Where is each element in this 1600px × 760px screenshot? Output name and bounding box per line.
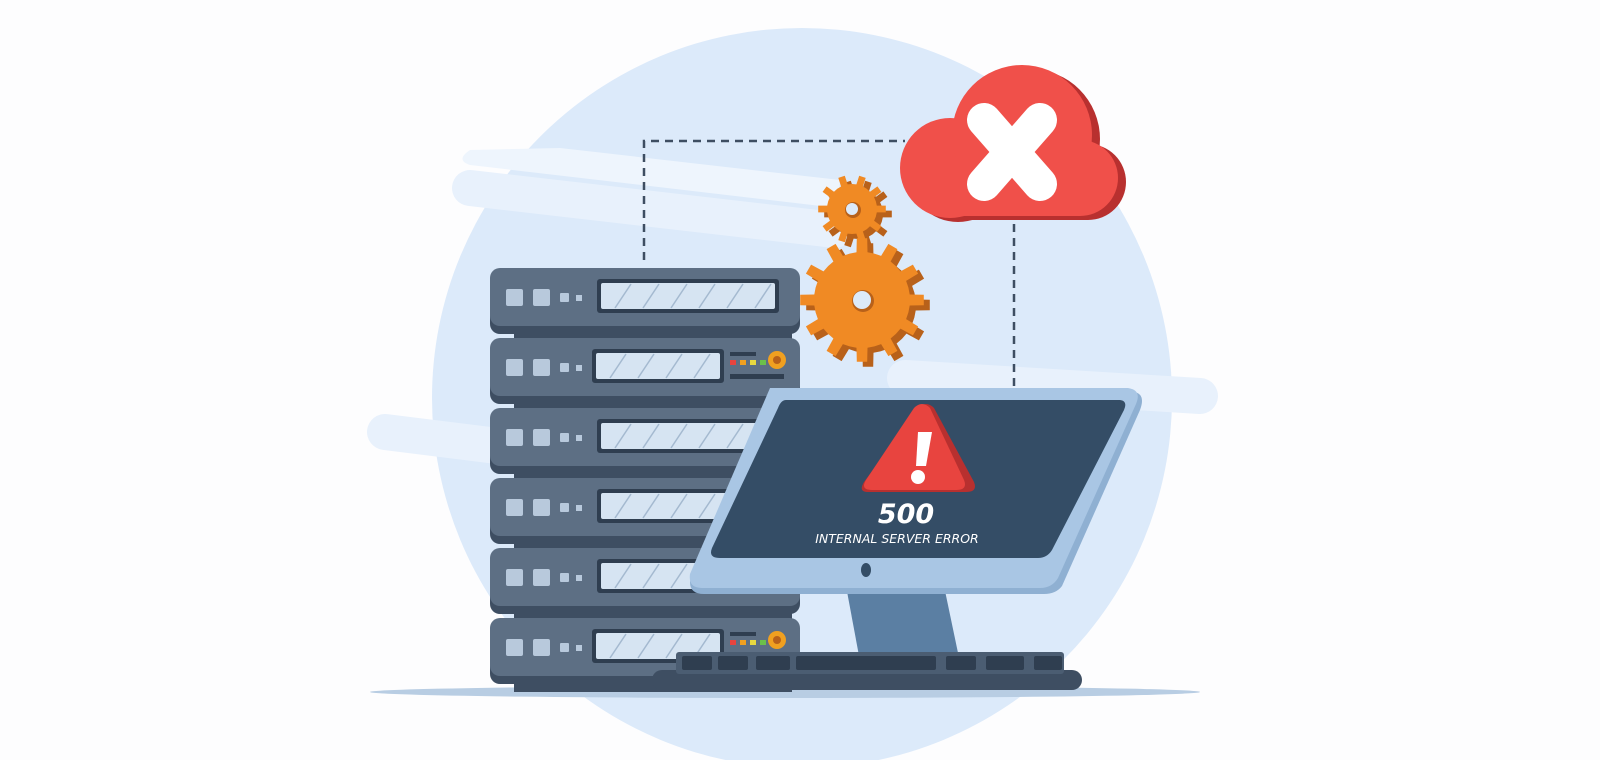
server-button [533,429,550,446]
gear-icon-small [818,175,892,248]
server-indicator [560,293,569,302]
keyboard-key [946,656,976,670]
server-button [533,639,550,656]
status-led [750,360,756,365]
server-button [506,639,523,656]
close-icon [967,103,1057,201]
server-unit [490,268,800,334]
status-led [730,640,736,645]
server-indicator [576,505,582,511]
server-indicator [576,645,582,651]
keyboard-key [756,656,790,670]
server-button [533,569,550,586]
keyboard-key [718,656,748,670]
server-indicator [576,365,582,371]
server-button [506,359,523,376]
keyboard-key [796,656,936,670]
server-indicator [576,295,582,301]
keyboard-key [1034,656,1062,670]
server-button [506,429,523,446]
server-unit [490,408,800,474]
cloud-error-icon [900,65,1126,222]
server-button [533,359,550,376]
server-indicator [560,433,569,442]
server-indicator [560,363,569,372]
status-led [730,360,736,365]
warning-icon [861,404,975,492]
monitor-stand [846,586,962,672]
status-led [750,640,756,645]
keyboard-key [682,656,712,670]
server-button [506,569,523,586]
server-indicator [576,435,582,441]
connection-lines [642,139,1016,392]
server-unit [490,338,800,404]
error-message: INTERNAL SERVER ERROR [815,531,979,546]
status-led [760,360,766,365]
server-button [533,499,550,516]
status-led [760,640,766,645]
gear-icon-large [800,238,930,367]
server-indicator [576,575,582,581]
keyboard-key [986,656,1024,670]
server-button [506,289,523,306]
power-button [861,563,871,577]
server-button [506,499,523,516]
server-button [533,289,550,306]
server-indicator [560,573,569,582]
server-indicator [560,643,569,652]
keyboard [652,652,1082,690]
server-indicator [560,503,569,512]
status-led [740,360,746,365]
error-code: 500 [878,499,934,530]
status-led [740,640,746,645]
